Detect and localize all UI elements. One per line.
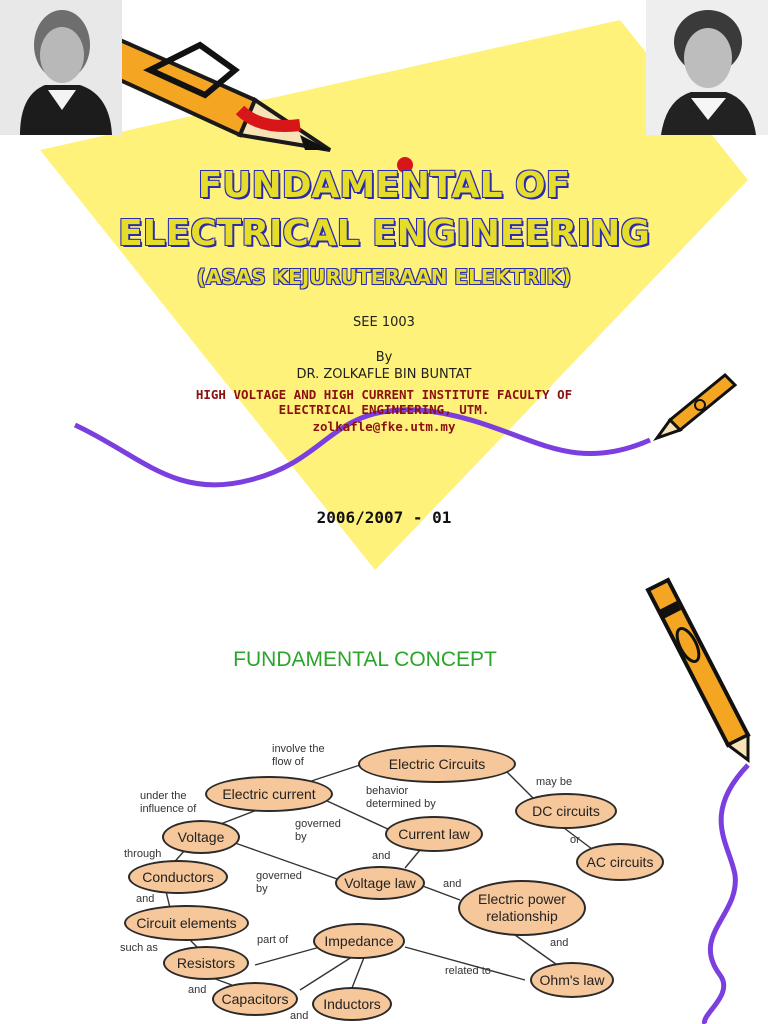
label-and-2: and bbox=[443, 878, 462, 890]
label-or: or bbox=[570, 834, 580, 846]
slide1-artwork bbox=[0, 0, 748, 570]
title-line-1: FUNDAMENTAL OF bbox=[197, 165, 571, 206]
institute-line-1: HIGH VOLTAGE AND HIGH CURRENT INSTITUTE … bbox=[195, 387, 573, 402]
label-and-3: and bbox=[136, 893, 155, 905]
label-may-be: may be bbox=[536, 776, 573, 788]
course-code: SEE 1003 bbox=[353, 315, 415, 330]
node-ohms-law: Ohm's law bbox=[530, 962, 614, 998]
node-ac-circuits: AC circuits bbox=[576, 843, 664, 881]
node-resistors: Resistors bbox=[163, 946, 249, 980]
author-name: DR. ZOLKAFLE BIN BUNTAT bbox=[296, 367, 472, 382]
node-electric-power: Electric power relationship bbox=[458, 880, 586, 936]
label-and-6: and bbox=[290, 1010, 309, 1022]
by-label: By bbox=[375, 350, 393, 365]
institute-line-2: ELECTRICAL ENGINEERING, UTM. bbox=[278, 402, 490, 417]
squiggle-line bbox=[73, 407, 652, 488]
node-voltage: Voltage bbox=[162, 820, 240, 854]
wavy-line bbox=[702, 763, 750, 1024]
label-and-5: and bbox=[188, 984, 207, 996]
portrait-right-image bbox=[646, 0, 768, 135]
small-pencil-icon bbox=[652, 372, 738, 441]
node-conductors: Conductors bbox=[128, 860, 228, 894]
subtitle: (ASAS KEJURUTERAAN ELEKTRIK) bbox=[196, 265, 572, 289]
author-email[interactable]: zolkafle@fke.utm.my bbox=[312, 419, 456, 434]
node-impedance: Impedance bbox=[313, 923, 405, 959]
label-through: through bbox=[124, 848, 162, 860]
label-and-4: and bbox=[550, 937, 569, 949]
node-current-law: Current law bbox=[385, 816, 483, 852]
label-related-to: related to bbox=[445, 965, 491, 977]
node-voltage-law: Voltage law bbox=[335, 866, 425, 900]
portrait-left-image bbox=[0, 0, 122, 135]
slide2-artwork bbox=[164, 577, 751, 1024]
title-line-2: ELECTRICAL ENGINEERING bbox=[118, 213, 650, 254]
node-electric-circuits: Electric Circuits bbox=[358, 745, 516, 783]
label-such-as: such as bbox=[120, 942, 158, 954]
node-capacitors: Capacitors bbox=[212, 982, 298, 1016]
node-dc-circuits: DC circuits bbox=[515, 793, 617, 829]
node-electric-current: Electric current bbox=[205, 776, 333, 812]
label-part-of: part of bbox=[257, 934, 289, 946]
diagonal-pencil-icon bbox=[645, 577, 751, 763]
node-circuit-elements: Circuit elements bbox=[124, 905, 249, 941]
label-and-1: and bbox=[372, 850, 391, 862]
node-inductors: Inductors bbox=[312, 987, 392, 1021]
section-title: FUNDAMENTAL CONCEPT bbox=[233, 648, 497, 671]
academic-session: 2006/2007 - 01 bbox=[316, 508, 452, 527]
